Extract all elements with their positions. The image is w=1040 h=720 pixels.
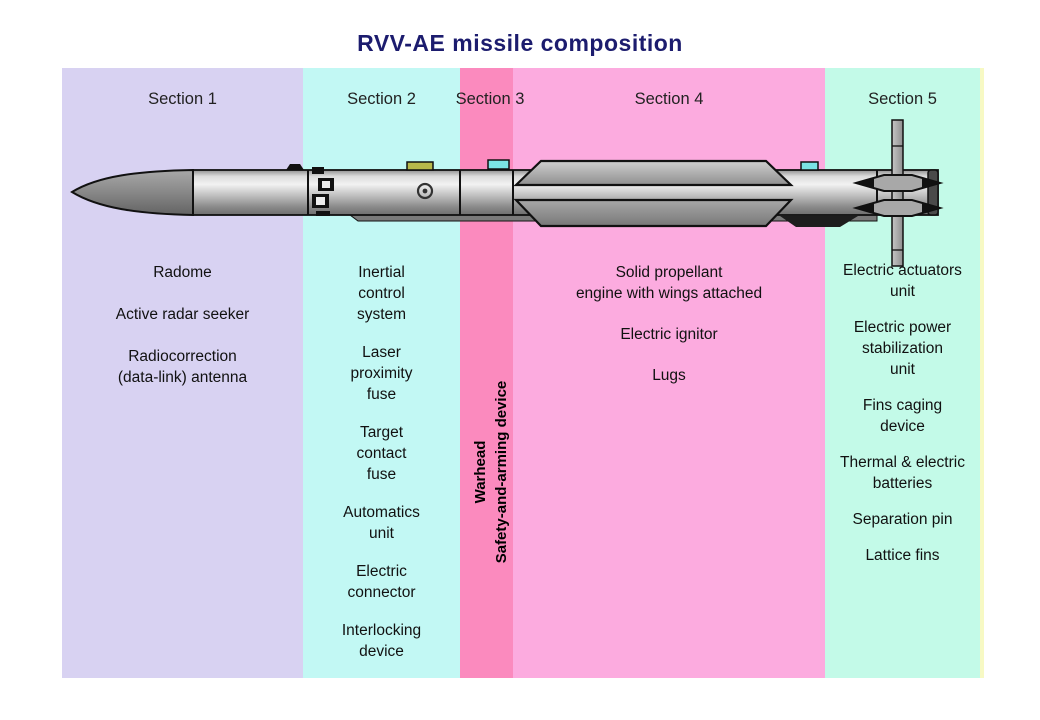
section3-vertical-label: Warhead Safety-and-arming device <box>472 380 510 564</box>
section2-header: Section 2 <box>347 90 416 108</box>
section5-items: Electric actuators unit Electric power s… <box>825 260 980 566</box>
list-item: Separation pin <box>852 511 953 528</box>
section1-header: Section 1 <box>148 90 217 108</box>
list-item: Fins caging device <box>862 397 943 435</box>
list-item: Target contact fuse <box>356 424 407 483</box>
list-item: Electric actuators unit <box>843 262 962 300</box>
section3-header: Section 3 <box>455 90 525 108</box>
section2-items: Inertial control system Laser proximity … <box>303 262 460 662</box>
section1-items: Radome Active radar seeker Radiocorrecti… <box>62 262 303 388</box>
section4-header: Section 4 <box>634 90 704 108</box>
list-item: Automatics unit <box>343 504 420 542</box>
list-item: Interlocking device <box>341 622 422 660</box>
list-item: Radome <box>153 264 212 281</box>
list-item: Active radar seeker <box>115 306 250 323</box>
list-item: Radiocorrection (data-link) antenna <box>117 348 248 386</box>
list-item: Lattice fins <box>865 547 940 564</box>
list-item: Laser proximity fuse <box>350 344 413 403</box>
page-title: RVV-AE missile composition <box>357 30 683 56</box>
list-item: Solid propellant engine with wings attac… <box>575 264 763 302</box>
list-item: Electric ignitor <box>620 326 718 343</box>
section4-items: Solid propellant engine with wings attac… <box>513 262 825 386</box>
list-item: Inertial control system <box>356 264 407 323</box>
list-item: Lugs <box>652 367 686 384</box>
list-item: Electric power stabilization unit <box>853 319 952 378</box>
section5-header: Section 5 <box>868 90 937 108</box>
list-item: Thermal & electric batteries <box>840 454 965 492</box>
list-item: Electric connector <box>347 563 416 601</box>
